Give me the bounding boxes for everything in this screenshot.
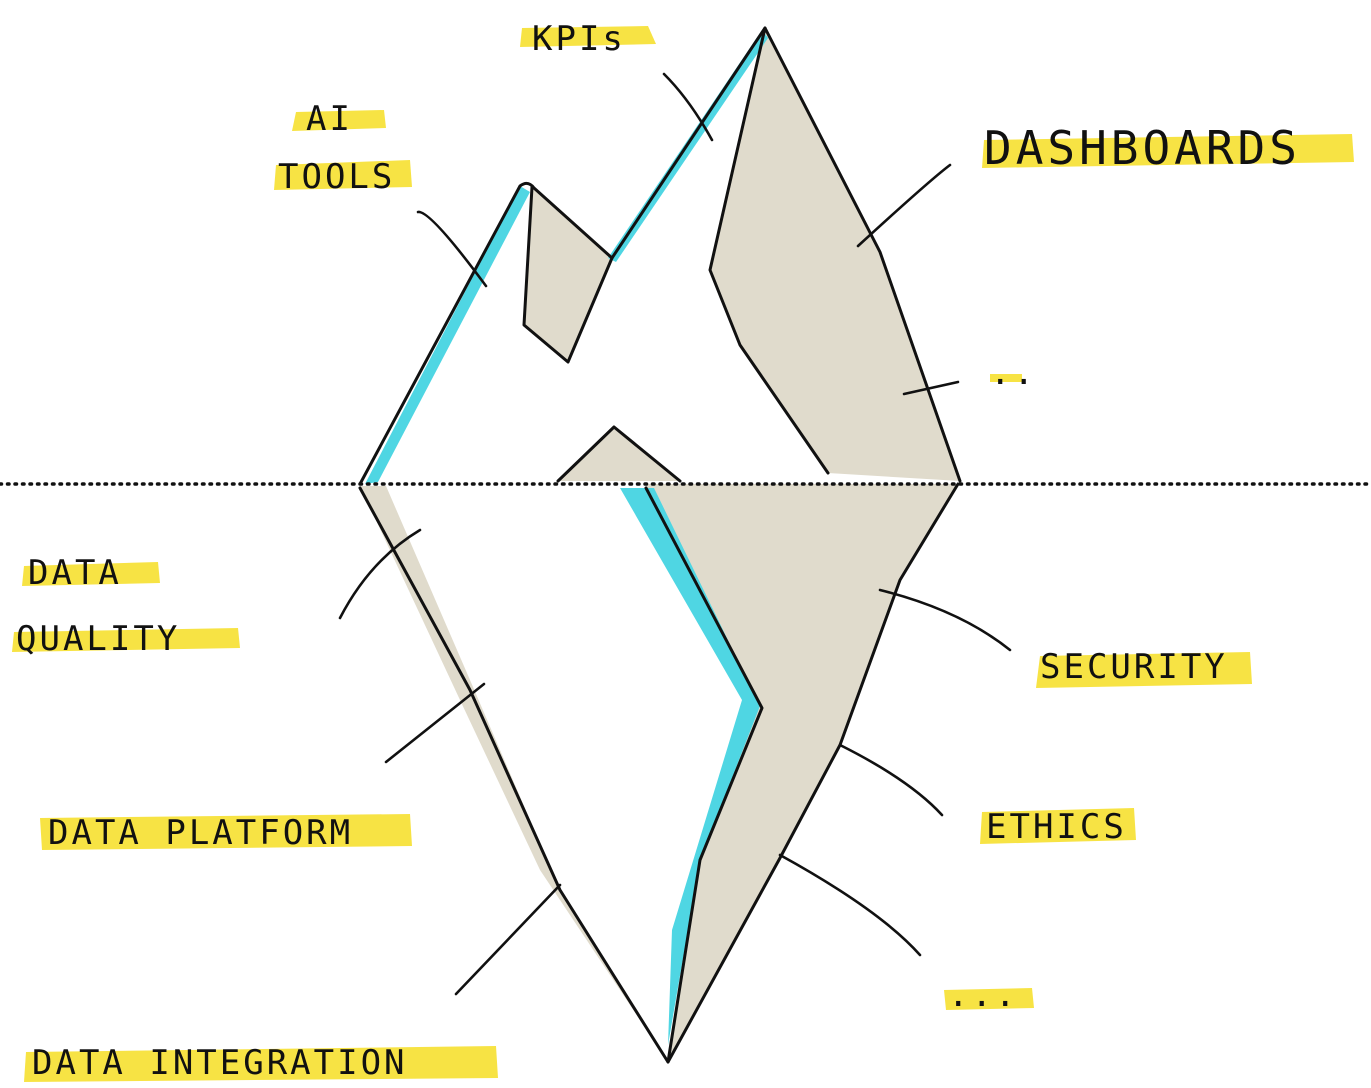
leader-below-more <box>780 855 920 955</box>
label-data-platform: DATA PLATFORM <box>48 813 353 853</box>
label-data: DATA <box>28 553 122 593</box>
label-data-integration: DATA INTEGRATION <box>32 1043 408 1083</box>
label-ethics: ETHICS <box>986 807 1127 847</box>
label-kpis: KPIs <box>532 19 626 59</box>
label-ai: AI <box>306 99 353 139</box>
label-below-more: ... <box>948 975 1018 1015</box>
label-quality: QUALITY <box>16 619 180 659</box>
leader-dashboards <box>858 165 950 246</box>
ice-edge-left <box>365 186 530 484</box>
leader-data-integration <box>456 885 560 994</box>
leader-security <box>880 590 1010 650</box>
shadow-bump <box>558 427 680 481</box>
leader-data-platform <box>386 684 484 762</box>
shadow-peak-right <box>710 28 960 481</box>
iceberg-shape <box>360 28 960 1062</box>
label-tools: TOOLS <box>278 157 395 197</box>
label-security: SECURITY <box>1040 647 1228 687</box>
leader-ethics <box>840 745 942 815</box>
label-dashboards: DASHBOARDS <box>984 121 1301 175</box>
label-above-more: .. <box>990 353 1037 393</box>
